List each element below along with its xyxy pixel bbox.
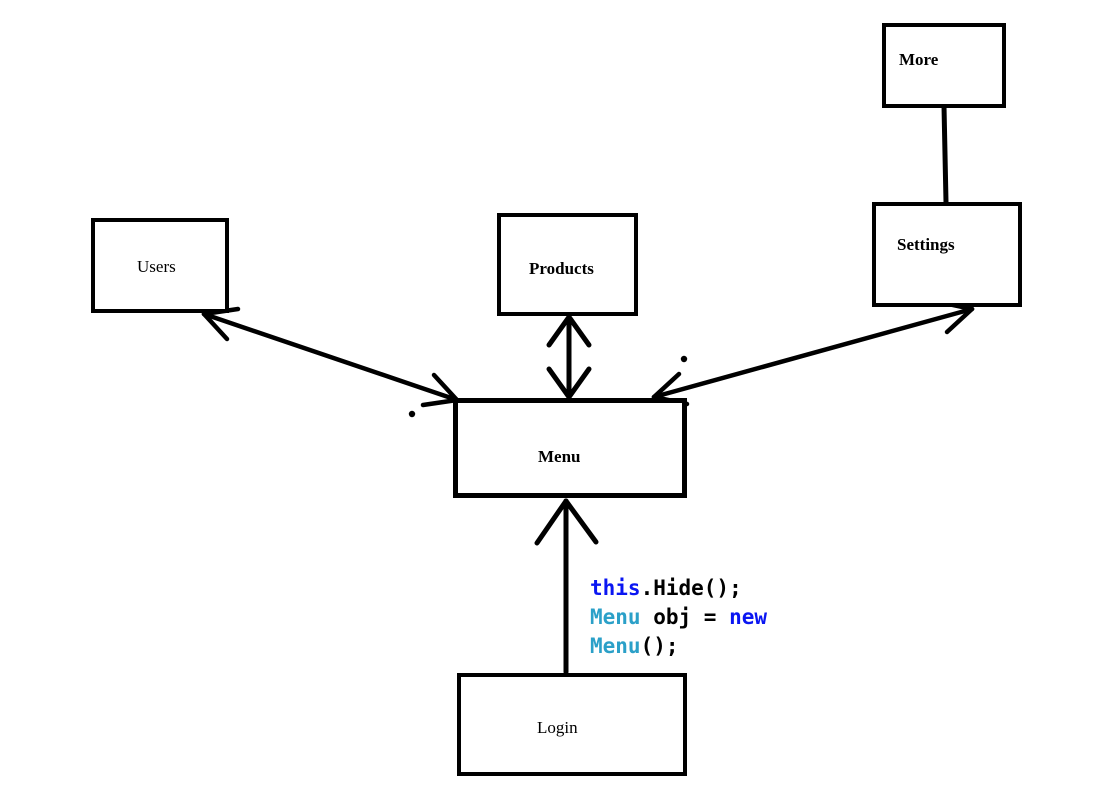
node-label-products: Products	[529, 259, 594, 278]
node-settings: Settings	[872, 202, 1022, 307]
node-login: Login	[457, 673, 687, 776]
stray-dot	[408, 410, 416, 418]
code-token: Menu	[590, 605, 641, 629]
code-token: .Hide();	[640, 576, 742, 600]
node-more: More	[882, 23, 1006, 108]
node-products: Products	[497, 213, 638, 316]
node-label-more: More	[899, 50, 939, 69]
code-line-2: Menu obj = new	[590, 603, 767, 632]
code-line-1: this.Hide();	[590, 574, 767, 603]
code-token: ();	[640, 634, 679, 658]
node-label-settings: Settings	[897, 235, 955, 254]
edge-more-settings	[941, 103, 949, 205]
edge-products-menu	[546, 314, 592, 400]
node-label-menu: Menu	[538, 447, 581, 466]
code-token: Menu	[590, 634, 641, 658]
edge-users-menu	[201, 306, 460, 408]
code-snippet: this.Hide(); Menu obj = new Menu();	[590, 574, 767, 661]
node-menu: Menu	[453, 398, 687, 498]
code-token: new	[729, 605, 768, 629]
node-users: Users	[91, 218, 229, 313]
node-label-users: Users	[137, 257, 176, 276]
stray-dot	[680, 355, 688, 363]
node-label-login: Login	[537, 718, 578, 737]
code-token: obj =	[640, 605, 730, 629]
edge-settings-menu	[651, 299, 975, 407]
edge-login-menu	[534, 498, 599, 675]
code-token: this	[590, 576, 641, 600]
code-line-3: Menu();	[590, 632, 767, 661]
